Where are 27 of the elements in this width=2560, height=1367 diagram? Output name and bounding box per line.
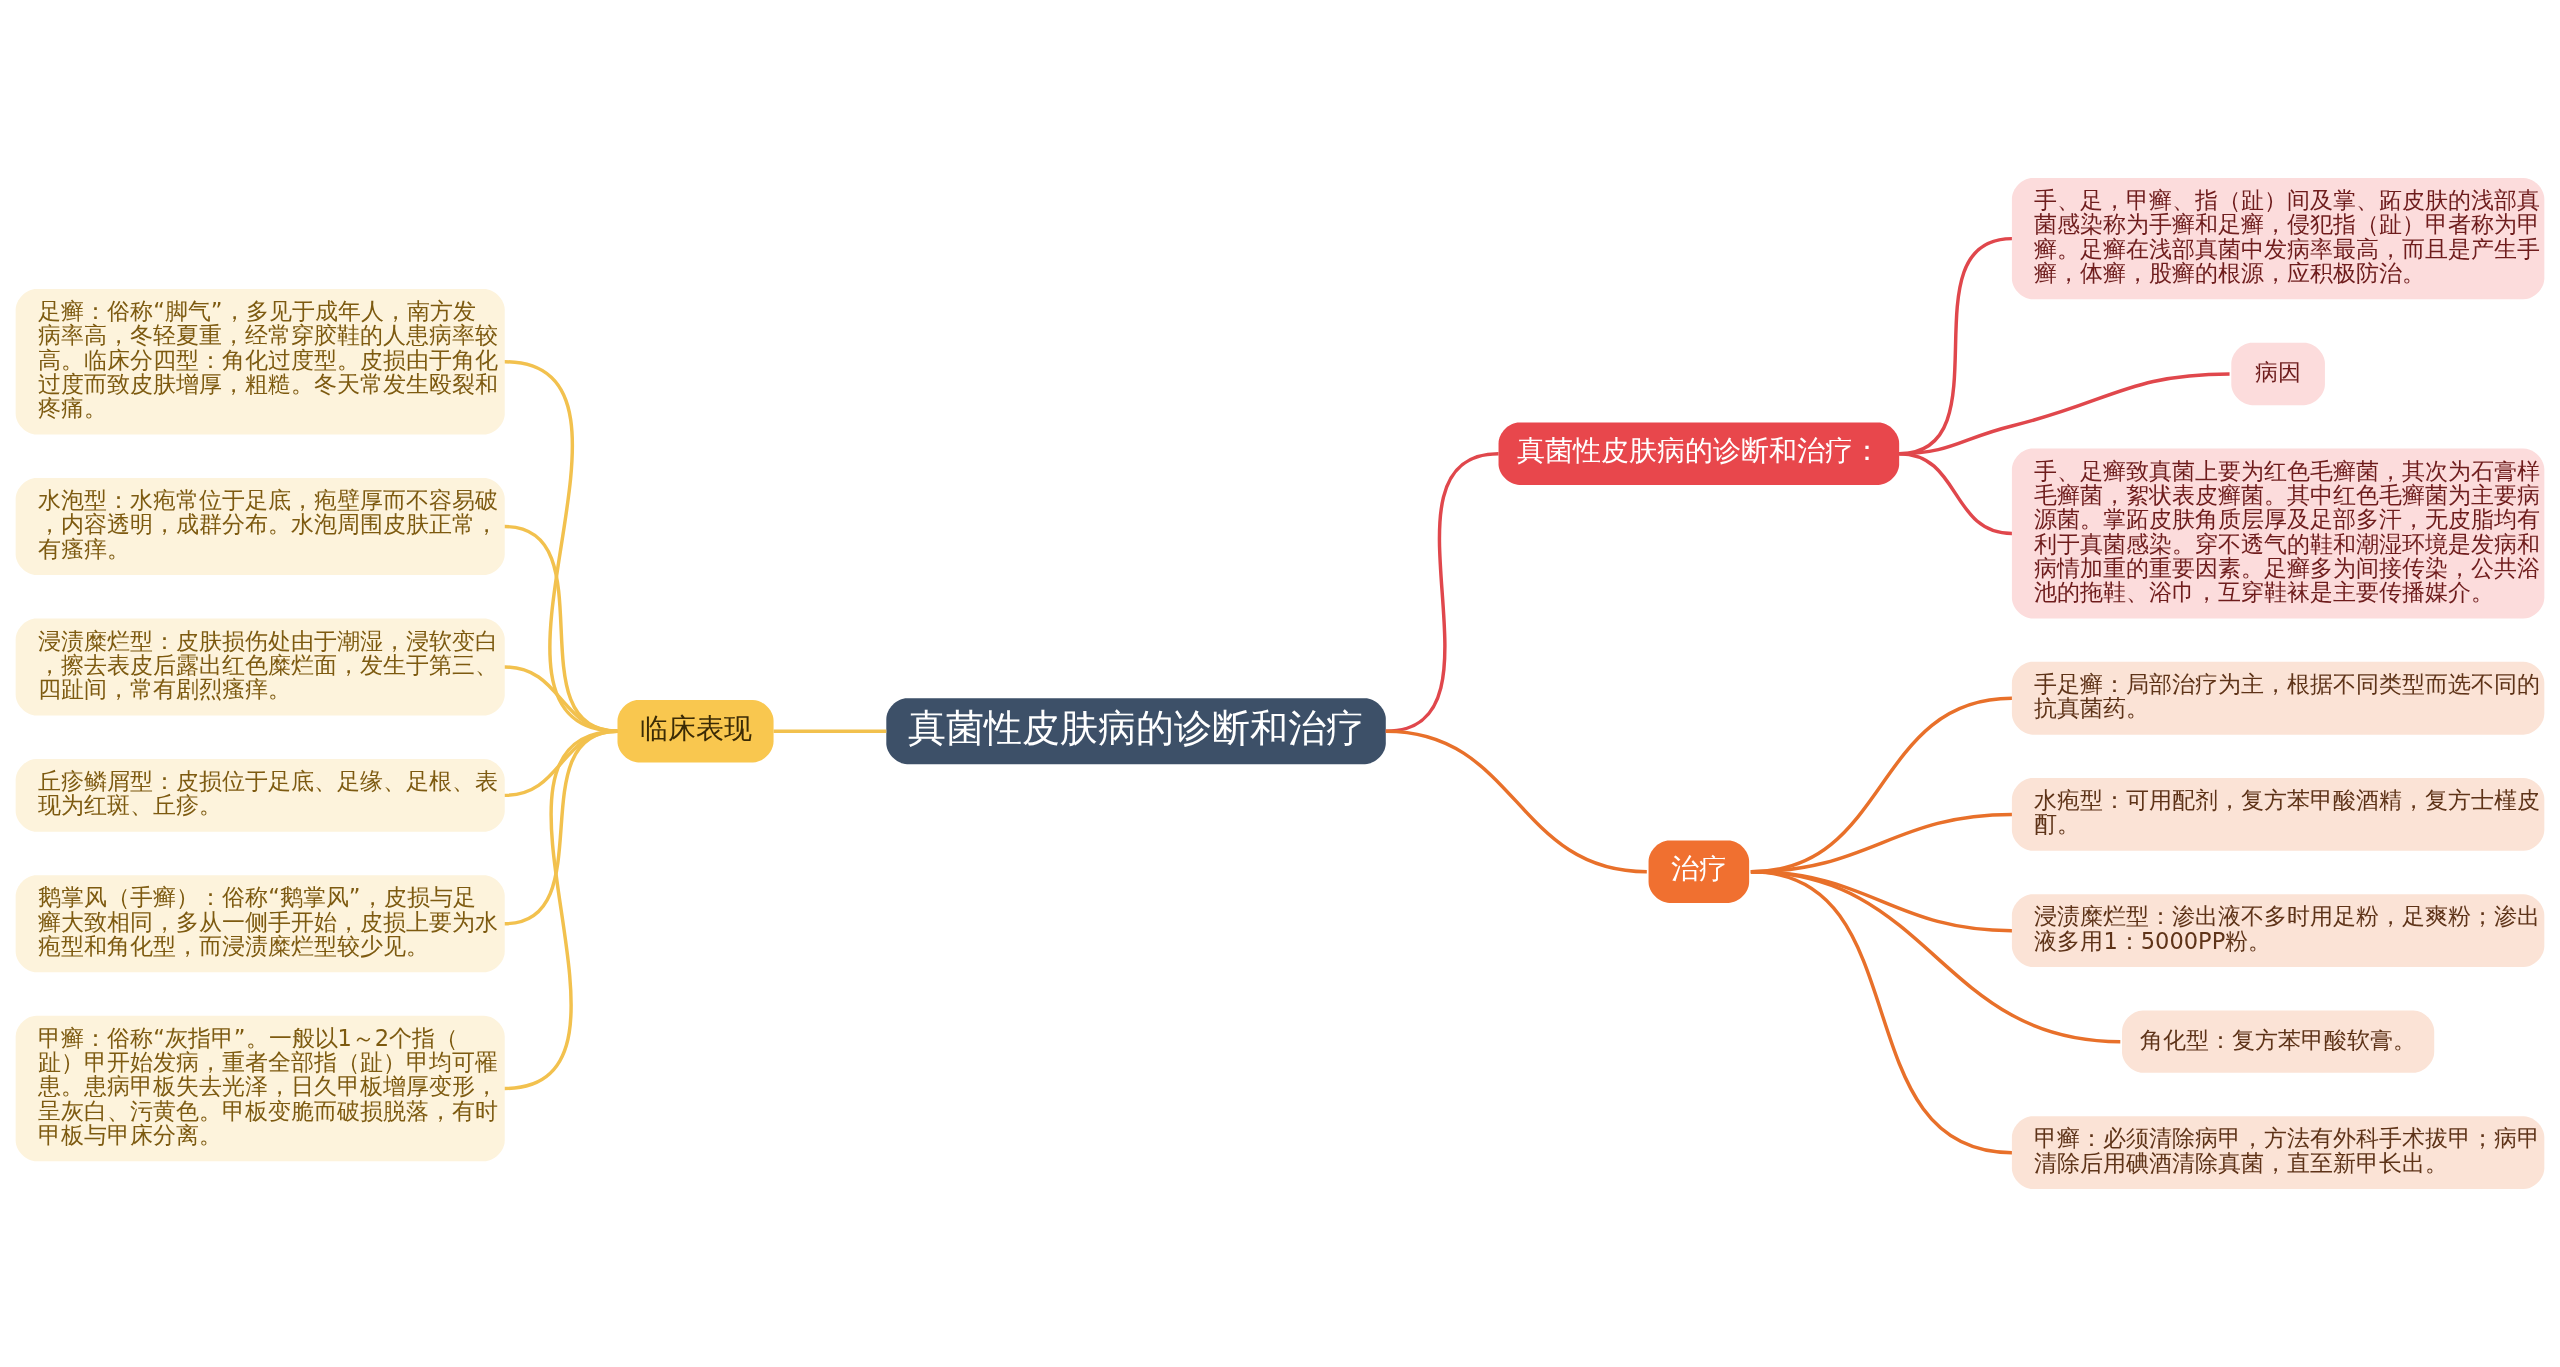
node-box: 临床表现 (617, 700, 774, 763)
connector (1898, 451, 2013, 536)
node-box: 真菌性皮肤病的诊断和治疗 (886, 698, 1386, 765)
node-box: 角化型：复方苯甲酸软膏。 (2122, 1010, 2435, 1073)
node-box: 浸渍糜烂型：皮肤损伤处由于潮湿，浸软变白，擦去表皮后露出红色糜烂面，发生于第三、四趾间，常有剧烈瘙痒。 (15, 618, 505, 716)
node-box: 足癣：俗称“脚气”，多见于成年人，南方发病率高，冬轻夏重，经常穿胶鞋的人患病率较高。临床分四型：角化过度型。皮损由于角化过度而致皮肤增厚，粗糙。冬天常发生殴裂和疼痛。 (15, 288, 505, 435)
node-box: 甲癣：必须清除病甲，方法有外科手术拔甲；病甲清除后用碘酒清除真菌，直至新甲长出。 (2011, 1116, 2545, 1190)
connector (504, 524, 618, 733)
connector (1750, 869, 2013, 1155)
connector (1385, 729, 1647, 874)
node-box: 治疗 (1648, 840, 1750, 903)
node-box: 手足癣：局部治疗为主，根据不同类型而选不同的抗真菌药。 (2011, 661, 2545, 735)
connector (504, 729, 618, 1091)
node-box: 鹅掌风（手癣）：俗称“鹅掌风”，皮损与足癣大致相同，多从一侧手开始，皮损上要为水疱型和角化型，而浸渍糜烂型较少见。 (15, 875, 505, 973)
connector (504, 665, 618, 733)
connector (504, 360, 618, 733)
node-box: 丘疹鳞屑型：皮损位于足底、足缘、足根、表现为红斑、丘疹。 (15, 758, 505, 832)
node-box: 真菌性皮肤病的诊断和治疗： (1498, 422, 1900, 485)
node-box: 甲癣：俗称“灰指甲”。一般以1～2个指（趾）甲开始发病，重者全部指（趾）甲均可罹患。患病甲板失去光泽，日久甲板增厚变形，呈灰白、污黄色。甲板变脆而破损脱落，有时甲板与甲床分离。 (15, 1015, 505, 1162)
node-box: 手、足癣致真菌上要为红色毛癣菌，其次为石膏样毛癣菌，絮状表皮癣菌。其中红色毛癣菌为主要病源菌。掌跖皮肤角质层厚及足部多汗，无皮脂均有利于真菌感染。穿不透气的鞋和潮湿环境是发病和病情加重的重要因素。足癣多为间接传染，公共浴池的拖鞋、浴巾，互穿鞋袜是主要传播媒介。 (2011, 448, 2545, 619)
node-box: 水疱型：可用配剂，复方苯甲酸酒精，复方士槿皮酊。 (2011, 778, 2545, 851)
connector (773, 729, 887, 733)
node-box: 浸渍糜烂型：渗出液不多时用足粉，足爽粉；渗出液多用1：5000PP粉。 (2011, 894, 2545, 968)
node-box: 手、足，甲癣、指（趾）间及掌、跖皮肤的浅部真菌感染称为手癣和足癣，侵犯指（趾）甲者称为甲癣。足癣在浅部真菌中发病率最高，而且是产生手癣，体癣，股癣的根源，应积极防治。 (2011, 177, 2545, 300)
node-box: 水泡型：水疱常位于足底，疱壁厚而不容易破，内容透明，成群分布。水泡周围皮肤正常，有瘙痒。 (15, 478, 505, 576)
connector (1385, 452, 1499, 733)
node-box: 病因 (2231, 342, 2325, 406)
